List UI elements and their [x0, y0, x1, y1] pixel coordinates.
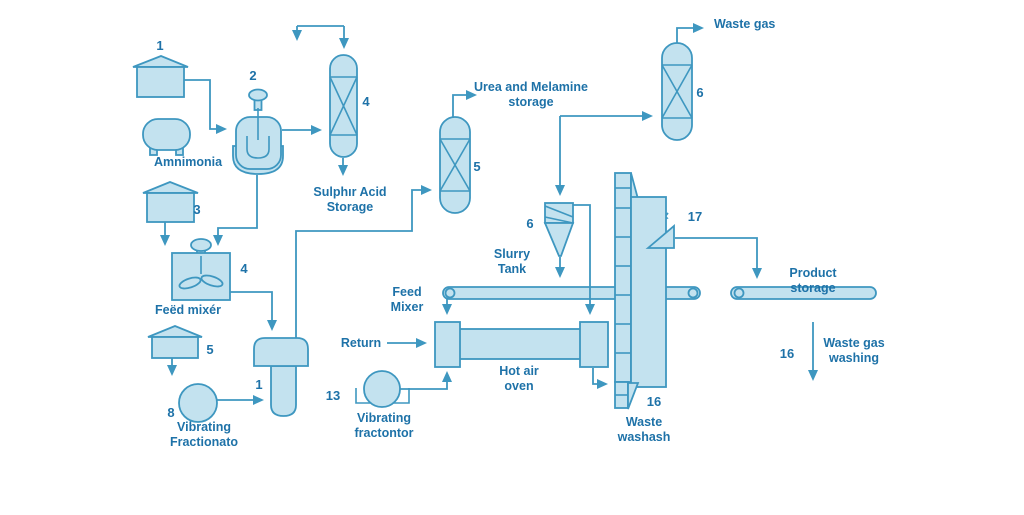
oven-drum: [457, 328, 583, 360]
label-urea-melamine-storage: Urea and Melamine storage: [474, 80, 588, 110]
packed-column-4: [329, 54, 358, 158]
ammonia-vessel: [142, 118, 191, 156]
vibrating-fractionator-8: [178, 383, 218, 423]
pipe-tank1-to-reactor: [184, 79, 227, 134]
agitator-motor-icon: [248, 88, 268, 102]
vibrating-fractionator-13: [355, 370, 410, 408]
pipe-oven-to-tower: [592, 368, 608, 389]
label-product-storage: Product storage: [789, 266, 837, 296]
slurry-tank-cyclone: [543, 202, 575, 257]
label-feed-mixer-2: Feed Mixer: [390, 285, 424, 315]
label-waste-gas: Waste gas: [714, 17, 776, 31]
label-reactor-number: 2: [249, 68, 257, 83]
hot-air-oven: [434, 321, 609, 368]
label-waste-gas-washing: Waste gas washing: [823, 336, 885, 366]
label-tank5-number: 5: [206, 342, 214, 357]
oven-outlet-block: [579, 321, 609, 368]
pipe-chute-to-product-conveyor: [675, 237, 762, 279]
label-tank1-number: 1: [156, 38, 164, 53]
label-slurry-tank: Slurry Tank: [493, 247, 531, 277]
waste-wash-tower: [614, 172, 667, 410]
conveyor-roller-icon: [733, 287, 745, 299]
storage-tank-3: [142, 181, 199, 223]
pipe-reactor-to-feedmixer: [213, 175, 258, 246]
label-fractionator13-number: 13: [325, 388, 341, 403]
reactor-2: [232, 88, 284, 175]
storage-tank-5: [147, 325, 203, 359]
label-washing16-number: 16: [779, 346, 795, 361]
label-column6-number: 6: [696, 85, 704, 100]
impeller-blade-icon: [200, 274, 224, 288]
impeller-blade-icon: [178, 276, 202, 290]
pipe-column5-to-urea-storage: [452, 90, 477, 117]
conveyor-roller-icon: [687, 287, 699, 299]
label-feed-mixer-number: 4: [240, 261, 248, 276]
label-vibrating-fractontor: Vibrating fractontor: [354, 411, 414, 441]
label-chute17-number: 17: [687, 209, 703, 224]
discharge-chute-17: [645, 224, 675, 249]
conveyor-roller-icon: [444, 287, 456, 299]
label-hot-air-oven: Hot air oven: [499, 364, 539, 394]
label-column5-number: 5: [473, 159, 481, 174]
agitator-motor-icon: [190, 238, 212, 252]
oven-inlet-block: [434, 321, 461, 368]
pipe-frac13-to-oven: [400, 371, 452, 390]
elevator-rungs-icon: [615, 187, 631, 396]
pipes: [160, 23, 818, 405]
scrubber-column-6: [661, 42, 693, 141]
label-vessel1-number: 1: [255, 377, 263, 392]
label-tower16-number: 16: [646, 394, 662, 409]
column-5: [439, 116, 471, 214]
label-slurry-number: 6: [526, 216, 534, 231]
storage-tank-1: [132, 55, 189, 98]
pipe-column6-to-wastegas: [676, 23, 704, 43]
feed-mixer-4: [171, 238, 231, 301]
label-ammonia: Amnimonia: [153, 155, 223, 169]
label-tank3-number: 3: [193, 202, 201, 217]
pipe-feedmixer-to-vessel1: [230, 291, 277, 331]
label-fractionator8-number: 8: [167, 405, 175, 420]
feed-vessel-1: [253, 337, 309, 417]
pipe-slurry-to-oven: [573, 204, 595, 315]
label-sulphur-acid-storage: Sulphır Acid Storage: [313, 185, 387, 215]
product-conveyor: [730, 286, 877, 300]
pipe-vessel1-to-column5: [295, 185, 432, 340]
label-vibrating-fractionato: Vibrating Fractionato: [169, 420, 239, 450]
label-column4-number: 4: [362, 94, 370, 109]
label-return: Return: [340, 336, 382, 350]
label-waste-washash: Waste washash: [617, 415, 671, 445]
label-feed-mixer: Feëd mixér: [154, 303, 221, 317]
